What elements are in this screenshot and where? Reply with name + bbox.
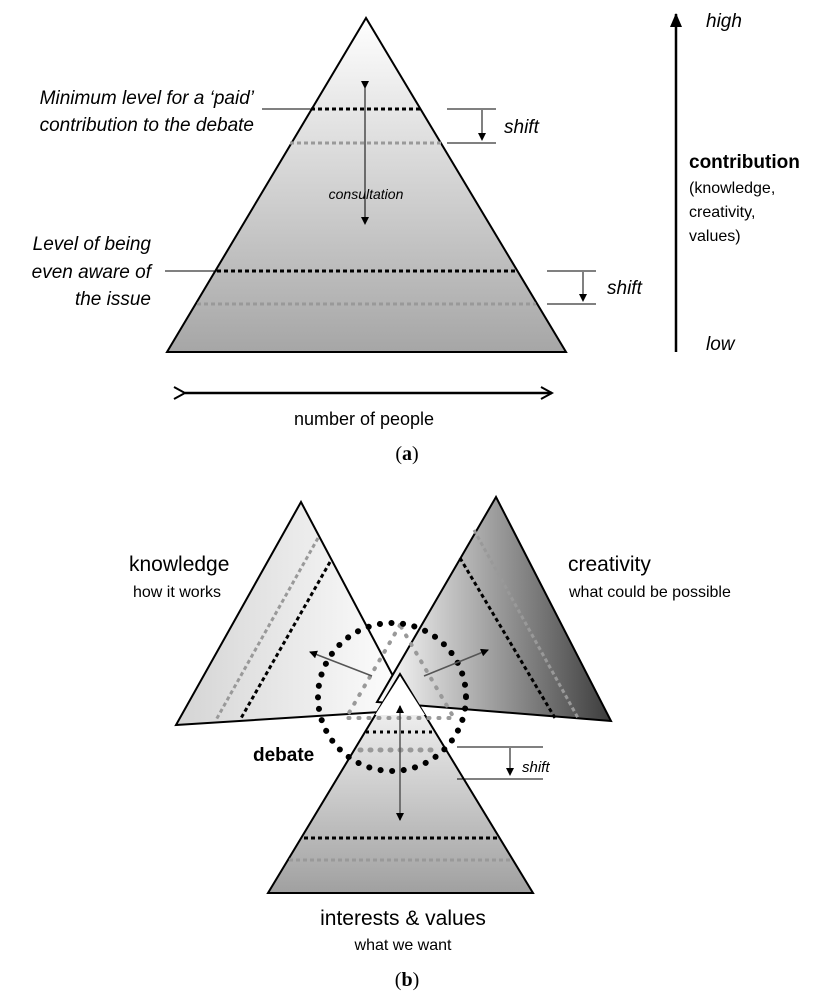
debate-arrow-up-left (309, 650, 373, 677)
creativity-triangle (375, 494, 613, 723)
central-overlap (375, 676, 425, 715)
debate-label: debate (253, 745, 314, 766)
interests-subtitle: what we want (354, 937, 452, 954)
debate-circle (315, 620, 469, 774)
paid-label-line1: Minimum level for a ‘paid’ (40, 88, 255, 109)
interests-title: interests & values (320, 907, 486, 930)
contribution-line2: creativity, (689, 204, 755, 221)
panel-a: consultation Minimum level for a ‘paid’ … (32, 11, 800, 465)
pyramid-a (165, 16, 568, 353)
aware-label-line3: the issue (75, 289, 151, 310)
paid-label-line2: contribution to the debate (40, 115, 254, 136)
contribution-title: contribution (689, 152, 800, 173)
aware-label-line2: even aware of (32, 262, 153, 283)
knowledge-subtitle: how it works (133, 584, 221, 601)
creativity-subtitle: what could be possible (568, 584, 731, 601)
knowledge-level-black (238, 561, 332, 721)
panel-b: shift knowledge how it works creativity … (129, 494, 731, 991)
caption-b: (b) (395, 969, 419, 991)
debate-arrow-up-right (423, 648, 489, 677)
knowledge-triangle (174, 499, 413, 727)
shift-bottom-label: shift (607, 278, 643, 299)
creativity-title: creativity (568, 553, 651, 576)
caption-a: (a) (395, 443, 418, 465)
contribution-line1: (knowledge, (689, 180, 775, 197)
knowledge-title: knowledge (129, 553, 229, 576)
aware-label-line1: Level of being (33, 234, 152, 255)
axis-low-label: low (706, 334, 736, 355)
creativity-level-grey (472, 529, 580, 719)
creativity-level-black (458, 557, 557, 719)
contribution-line3: values) (689, 228, 741, 245)
consultation-label: consultation (329, 186, 404, 202)
shift-top-label: shift (504, 117, 540, 138)
people-axis-label: number of people (294, 409, 434, 429)
axis-high-label: high (706, 11, 742, 32)
shift-b-label: shift (522, 759, 550, 776)
